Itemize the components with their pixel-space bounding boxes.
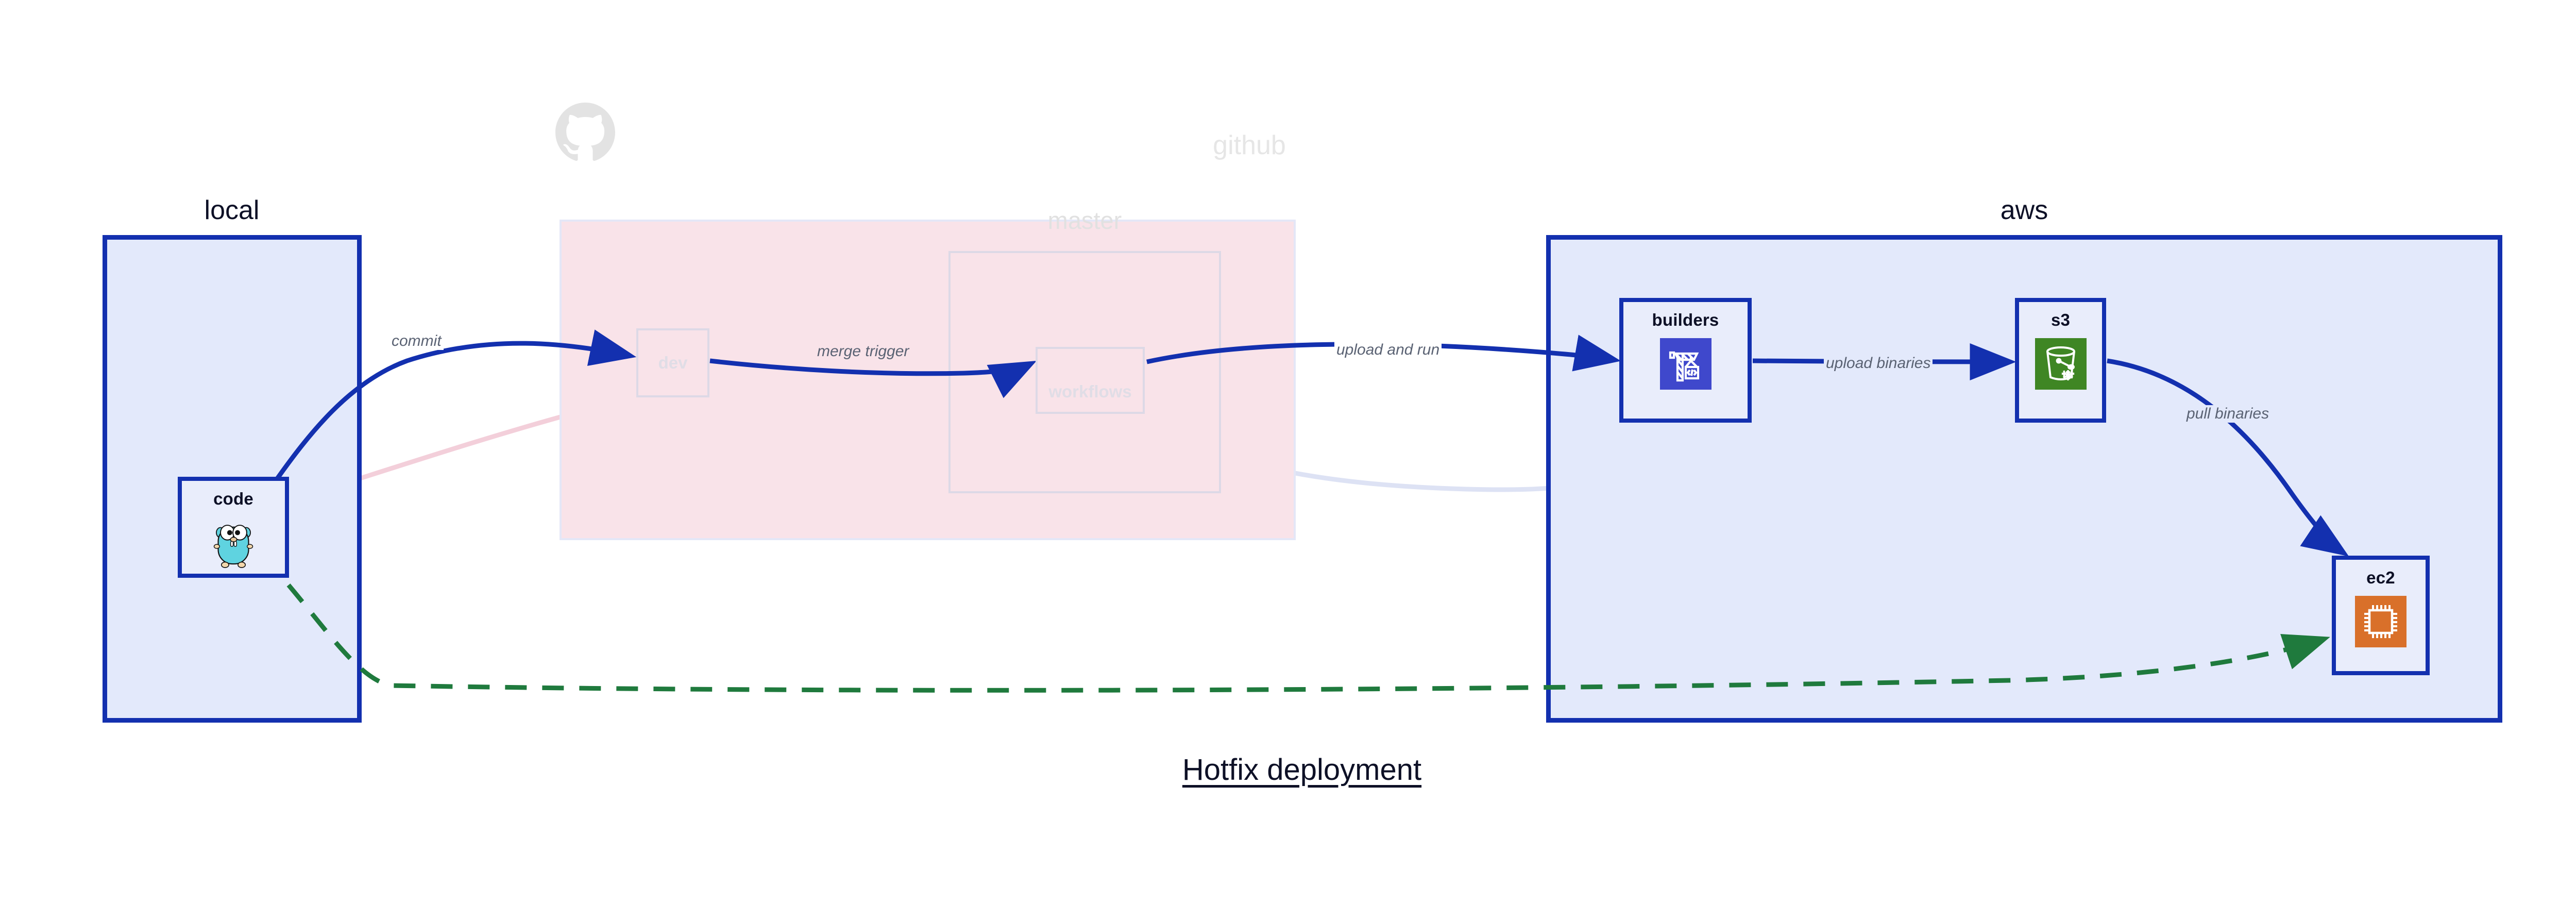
edge-label-upload-binaries: upload binaries: [1824, 355, 1933, 372]
edge-label-pull-binaries: pull binaries: [2184, 405, 2272, 423]
edge-pull-binaries: [2107, 358, 2349, 557]
aws-ec2-icon: [2355, 596, 2406, 647]
cluster-label-master: master: [1047, 207, 1122, 234]
edge-hotfix-direct: [286, 583, 2330, 693]
aws-s3-glacier-icon: [2035, 338, 2087, 390]
node-builders[interactable]: builders: [1619, 298, 1752, 423]
node-builders-label: builders: [1652, 310, 1719, 329]
node-dev-label: dev: [658, 353, 688, 372]
node-code-label: code: [213, 489, 253, 508]
edge-label-merge-trigger: merge trigger: [815, 343, 911, 360]
node-workflows-label: workflows: [1048, 382, 1132, 401]
node-code[interactable]: code: [178, 477, 289, 578]
go-gopher-icon: [208, 517, 259, 569]
cluster-label-aws: aws: [2000, 195, 2048, 225]
github-octocat-icon: [555, 103, 615, 161]
node-ec2-label: ec2: [2366, 568, 2395, 587]
aws-codebuild-icon: [1659, 338, 1711, 390]
node-s3[interactable]: s3: [2015, 298, 2106, 423]
cluster-github: [560, 220, 1296, 540]
node-s3-label: s3: [2050, 310, 2071, 329]
cluster-label-github: github: [1213, 130, 1286, 160]
edge-merge-trigger: [709, 358, 1037, 398]
node-workflows[interactable]: workflows: [1036, 347, 1145, 414]
edge-commit: [271, 329, 637, 486]
node-ec2[interactable]: ec2: [2332, 556, 2430, 675]
edge-label-upload-and-run: upload and run: [1334, 341, 1442, 359]
page-title: Hotfix deployment: [1182, 753, 1422, 787]
edge-label-commit: commit: [389, 332, 444, 350]
cluster-label-local: local: [204, 195, 260, 225]
node-dev[interactable]: dev: [636, 328, 709, 397]
